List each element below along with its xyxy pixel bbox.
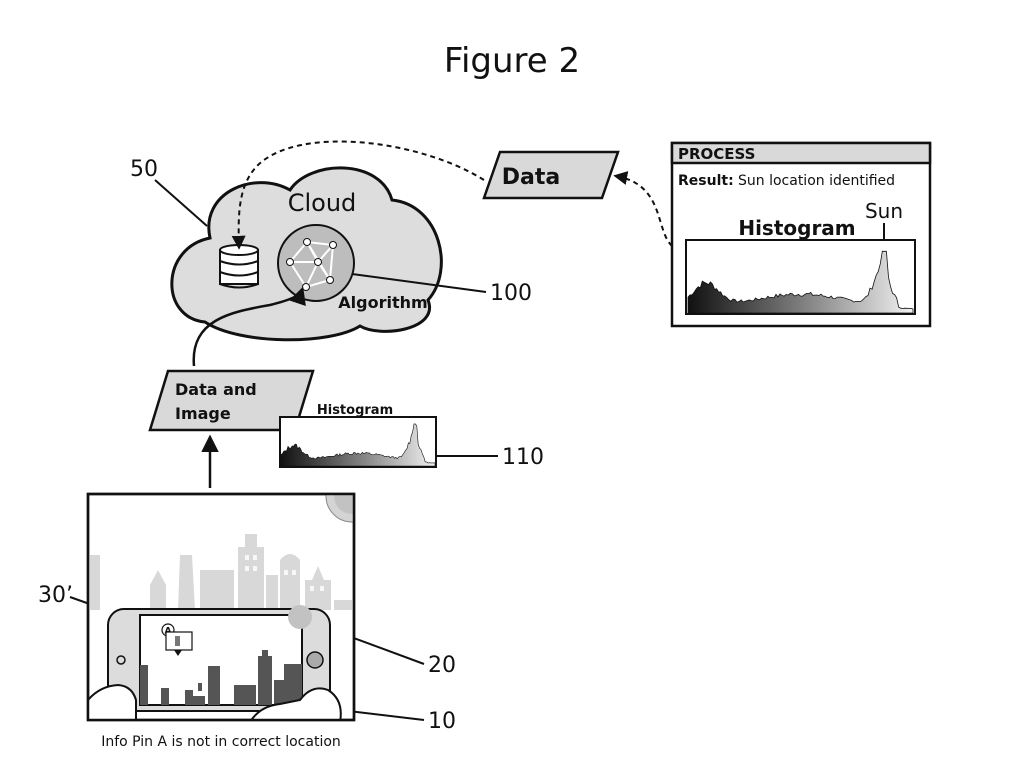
ref-50: 50	[130, 157, 158, 182]
arrow-to-algorithm	[192, 286, 306, 367]
sun-label: Sun	[865, 199, 903, 223]
ref-30: 30’	[38, 583, 73, 608]
scene-caption: Info Pin A is not in correct location	[101, 734, 341, 750]
phone: A	[107, 605, 331, 712]
screen-skyline	[140, 650, 302, 705]
data-image-box: Data and Image	[148, 369, 315, 432]
algorithm-network-icon	[277, 224, 355, 302]
process-header: PROCESS	[678, 145, 755, 163]
process-box: PROCESS Result: Sun location identified …	[670, 141, 932, 328]
info-pin-a: A	[161, 623, 193, 656]
data-box: Data	[482, 150, 620, 200]
small-histogram: Histogram	[279, 403, 437, 468]
hands	[88, 683, 342, 720]
sun-icon	[325, 494, 354, 523]
ref-110: 110	[502, 445, 544, 470]
ref-10: 10	[428, 709, 456, 734]
cloud: Cloud Algorithm	[170, 166, 443, 342]
result-label: Result:	[678, 173, 734, 189]
database-icon	[219, 244, 259, 289]
scene-frame: A	[86, 492, 356, 722]
data-box-label: Data	[502, 165, 560, 190]
ref-100: 100	[490, 281, 532, 306]
data-image-label-line2: Image	[175, 404, 231, 423]
reference-numerals: 50 100 110 30’ 20 10	[38, 157, 544, 734]
background-skyline	[88, 534, 354, 610]
result-text: Sun location identified	[738, 173, 895, 189]
ref-20: 20	[428, 653, 456, 678]
cloud-label: Cloud	[288, 189, 357, 217]
algorithm-label: Algorithm	[338, 293, 427, 312]
arrow-process-to-data	[613, 171, 673, 247]
figure-title: Figure 2	[444, 41, 580, 81]
small-histogram-chart	[280, 423, 436, 467]
data-image-label-line1: Data and	[175, 380, 257, 399]
process-histogram-title: Histogram	[738, 216, 855, 240]
process-histogram-chart	[687, 250, 914, 314]
small-histogram-title: Histogram	[317, 403, 393, 418]
